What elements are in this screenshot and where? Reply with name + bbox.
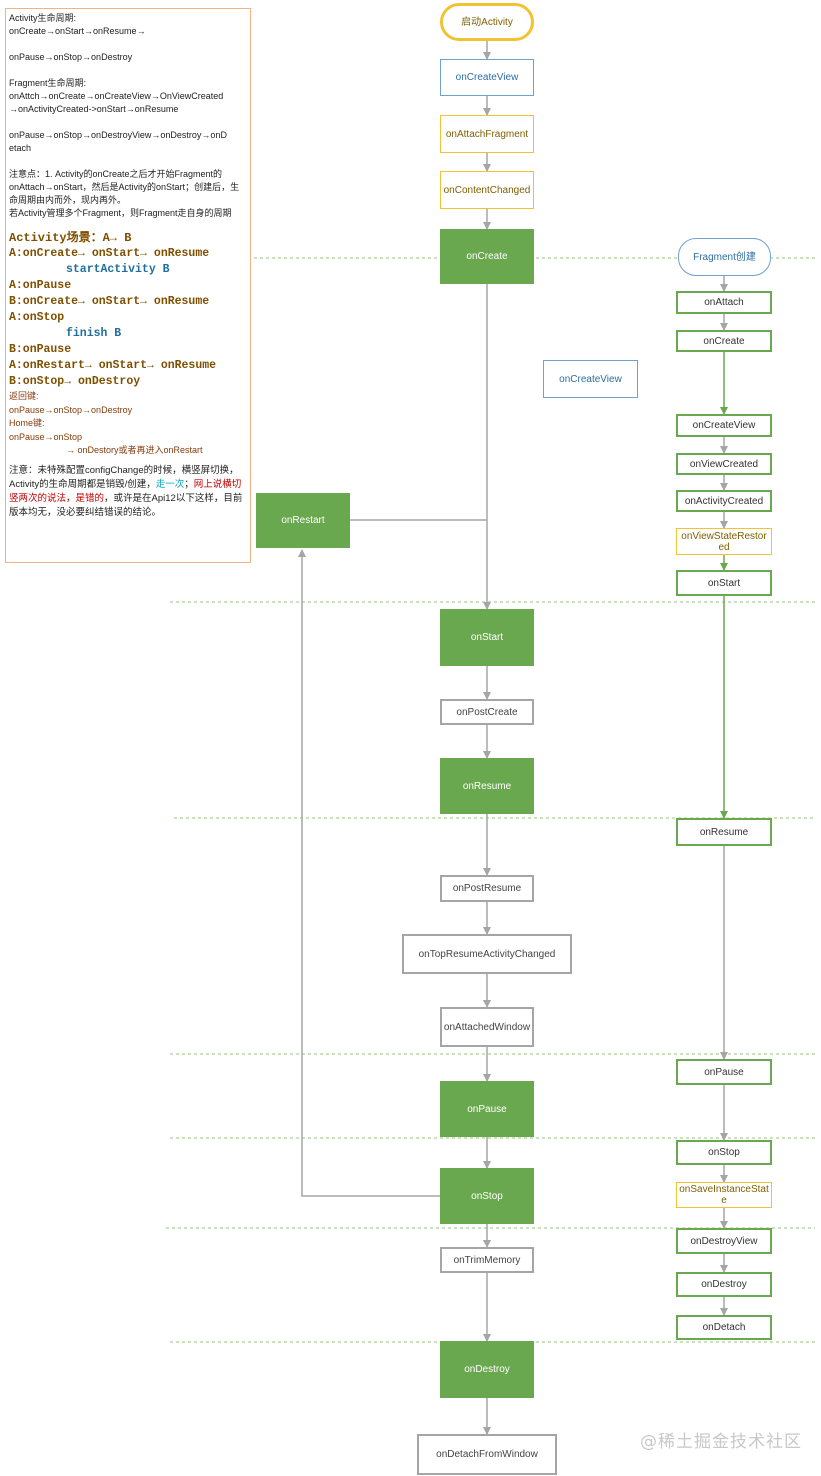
start-activity-node: 启动Activity [440, 3, 534, 41]
activity-oncreateview-node: onCreateView [440, 59, 534, 96]
watermark: @稀土掘金技术社区 [640, 1432, 802, 1452]
fragment-onresume-node: onResume [676, 818, 772, 846]
activity-lifecycle-line: onCreate→onStart→onResume→ [9, 26, 146, 36]
activity-onstart-node: onStart [440, 609, 534, 666]
activity-ondestroy-node: onDestroy [440, 1341, 534, 1398]
fragment-onattach-node: onAttach [676, 291, 772, 314]
fragment-lifecycle-line: etach [9, 143, 32, 153]
activity-onstop-node: onStop [440, 1168, 534, 1224]
scene-step: startActivity B [66, 263, 170, 276]
home-key-line: → onDestory或者再进入onRestart [66, 445, 203, 455]
scene-step: B:onStop→ onDestroy [9, 375, 141, 388]
activity-lifecycle-line: onPause→onStop→onDestroy [9, 52, 133, 62]
fragment-create-node: Fragment创建 [678, 238, 771, 276]
scene-step: B:onPause [9, 343, 72, 356]
notes-panel: Activity生命周期: onCreate→onStart→onResume→… [5, 8, 251, 563]
onpostcreate-node: onPostCreate [440, 699, 534, 725]
activity-oncreate-node: onCreate [440, 229, 534, 284]
back-key-line: onPause→onStop→onDestroy [9, 404, 133, 415]
scene-step: finish B [66, 327, 122, 340]
final-note-text: ，或许是在Api12以下这样，目前版本均无，没必要纠结错误的结论。 [9, 492, 243, 518]
fragment-ondestroyview-node: onDestroyView [676, 1228, 772, 1254]
final-note-text: 注意：未特殊配置configChange的时候，横竖屏切换，Activity的生… [9, 464, 239, 490]
scene-step: A:onPause [9, 279, 72, 292]
fragment-onpause-node: onPause [676, 1059, 772, 1085]
fragment-onviewstaterestored-node: onViewStateRestored [676, 528, 772, 555]
ontopresumeactivitychanged-node: onTopResumeActivityChanged [402, 934, 572, 974]
final-note-highlight: 走一次 [155, 478, 185, 490]
activity-onresume-node: onResume [440, 758, 534, 814]
fragment-oncreate-node: onCreate [676, 330, 772, 352]
attention-note: 若Activity管理多个Fragment，则Fragment走自身的周期 [9, 208, 232, 218]
oncontentchanged-node: onContentChanged [440, 171, 534, 209]
activity-lifecycle-title: Activity生命周期: [9, 13, 77, 23]
scene-step: A:onCreate→ onStart→ onResume [9, 247, 210, 260]
scene-step: B:onCreate→ onStart→ onResume [9, 295, 210, 308]
fragment-onsaveinstancestate-node: onSaveInstanceState [676, 1182, 772, 1208]
scene-step: A:onStop [9, 311, 65, 324]
onattachedwindow-node: onAttachedWindow [440, 1007, 534, 1047]
onattachfragment-node: onAttachFragment [440, 115, 534, 153]
fragment-onactivitycreated-node: onActivityCreated [676, 490, 772, 512]
scene-title: Activity场景：A→ B [9, 231, 132, 245]
activity-onpause-node: onPause [440, 1081, 534, 1137]
fragment-onstart-node: onStart [676, 570, 772, 596]
final-note: 注意：未特殊配置configChange的时候，横竖屏切换，Activity的生… [9, 464, 248, 520]
home-key-title: Home键: [9, 418, 45, 428]
fragment-lifecycle-line: onPause→onStop→onDestroyView→onDestroy→o… [9, 130, 227, 140]
activity-onrestart-node: onRestart [256, 493, 350, 548]
ondetachfromwindow-node: onDetachFromWindow [417, 1434, 557, 1475]
ontrimmemory-node: onTrimMemory [440, 1247, 534, 1273]
attention-note: 注意点：1. Activity的onCreate之后才开始Fragment的on… [9, 169, 240, 205]
final-note-warning: 网上说横切竖两次的说法，是错的 [9, 478, 242, 504]
back-key-title: 返回键: [9, 391, 39, 401]
final-note-text: ； [184, 478, 194, 490]
fragment-onviewcreated-node: onViewCreated [676, 453, 772, 475]
home-key-line: onPause→onStop [9, 431, 83, 442]
onpostresume-node: onPostResume [440, 875, 534, 902]
fragment-lifecycle-line: onAttch→onCreate→onCreateView→OnViewCrea… [9, 91, 224, 101]
fragment-ondestroy-node: onDestroy [676, 1272, 772, 1297]
activity-connectors [298, 41, 491, 1435]
middle-oncreateview-node: onCreateView [543, 360, 638, 398]
scene-step: A:onRestart→ onStart→ onResume [9, 359, 217, 372]
fragment-ondetach-node: onDetach [676, 1315, 772, 1340]
fragment-lifecycle-title: Fragment生命周期: [9, 78, 87, 88]
fragment-onstop-node: onStop [676, 1140, 772, 1165]
fragment-lifecycle-line: →onActivityCreated->onStart→onResume [9, 104, 179, 114]
fragment-oncreateview-node: onCreateView [676, 414, 772, 437]
